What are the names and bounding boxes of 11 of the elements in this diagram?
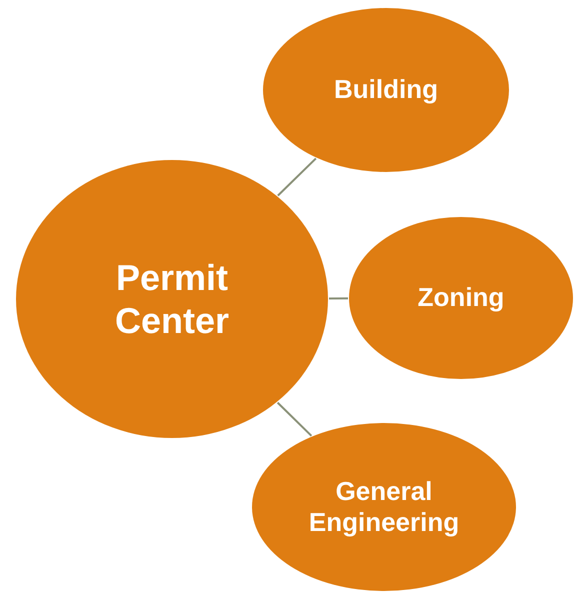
connector-line (277, 158, 317, 196)
node-label: Building (334, 74, 438, 106)
ellipse-node (348, 216, 574, 380)
connector-line (276, 402, 312, 436)
node-label: Permit Center (114, 256, 230, 342)
ellipse-node (251, 422, 517, 592)
ellipse-node (15, 159, 329, 439)
node-label: General Engineering (308, 476, 460, 538)
ellipse-node (262, 7, 510, 173)
node-label: Zoning (418, 282, 504, 314)
connector-line (329, 297, 348, 300)
